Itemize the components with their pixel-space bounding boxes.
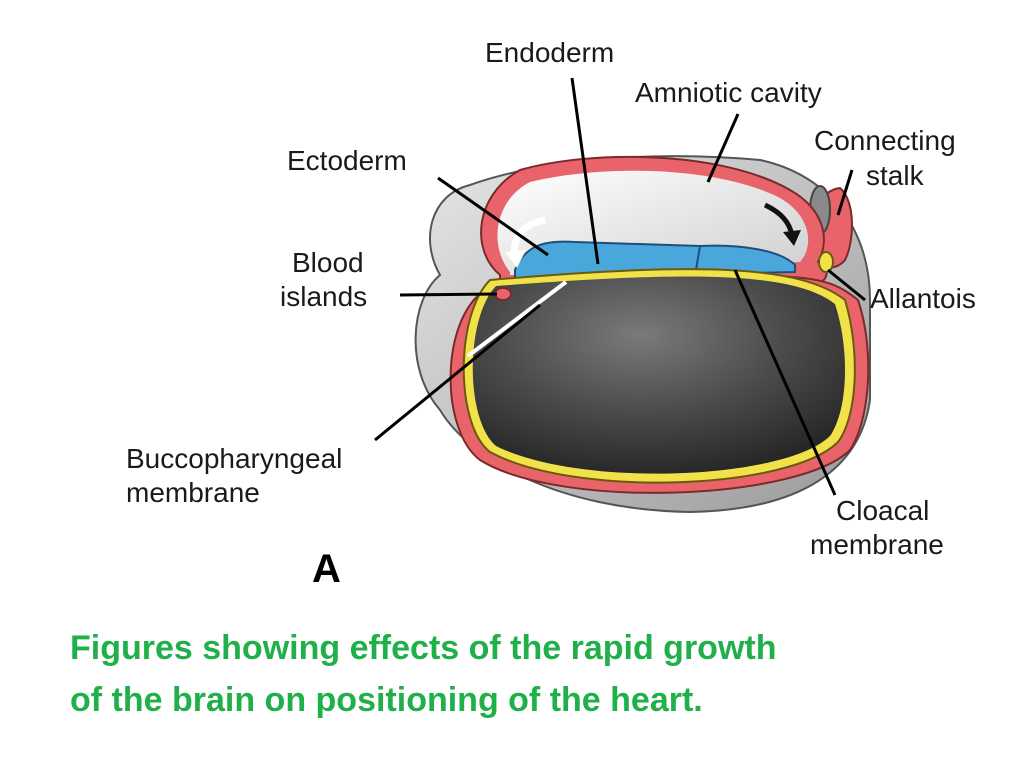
connecting-stalk-leader [836, 169, 854, 216]
label-connecting-stalk-line1: Connecting [814, 125, 956, 156]
left-arrowhead-icon [505, 250, 526, 268]
label-cloacal-line1: Cloacal [836, 495, 929, 526]
ectoderm-divider [695, 245, 701, 271]
allantois-leader [827, 268, 866, 302]
leader-lines [374, 77, 866, 496]
panel-letter: A [312, 547, 341, 591]
buccopharyngeal-line [466, 280, 568, 358]
label-connecting-stalk-line2: stalk [866, 160, 925, 191]
endoderm-leader [570, 77, 600, 265]
label-cloacal-line2: membrane [810, 529, 944, 560]
label-ectoderm: Ectoderm [287, 145, 407, 176]
figure-caption: Figures showing effects of the rapid gro… [70, 622, 970, 726]
caption-line-1: Figures showing effects of the rapid gro… [70, 629, 777, 667]
caption-line-2: of the brain on positioning of the heart… [70, 681, 703, 719]
buccopharyngeal-leader [374, 303, 541, 442]
blood-islands-leader [399, 292, 498, 297]
allantois-bulb [818, 251, 834, 273]
label-buccopharyngeal-line1: Buccopharyngeal [126, 443, 342, 474]
ectoderm [514, 240, 796, 280]
label-amniotic-cavity: Amniotic cavity [635, 77, 822, 108]
label-allantois: Allantois [870, 283, 976, 314]
cloacal-leader [733, 269, 837, 496]
label-buccopharyngeal-line2: membrane [126, 477, 260, 508]
amniotic-leader [706, 113, 740, 183]
label-endoderm: Endoderm [485, 37, 614, 68]
label-blood-islands-line2: islands [280, 281, 367, 312]
yolk-sac [472, 276, 846, 474]
right-arrowhead-icon [783, 230, 801, 246]
label-blood-islands-line1: Blood [292, 247, 364, 278]
blood-island [494, 287, 512, 301]
ectoderm-leader [437, 176, 549, 257]
